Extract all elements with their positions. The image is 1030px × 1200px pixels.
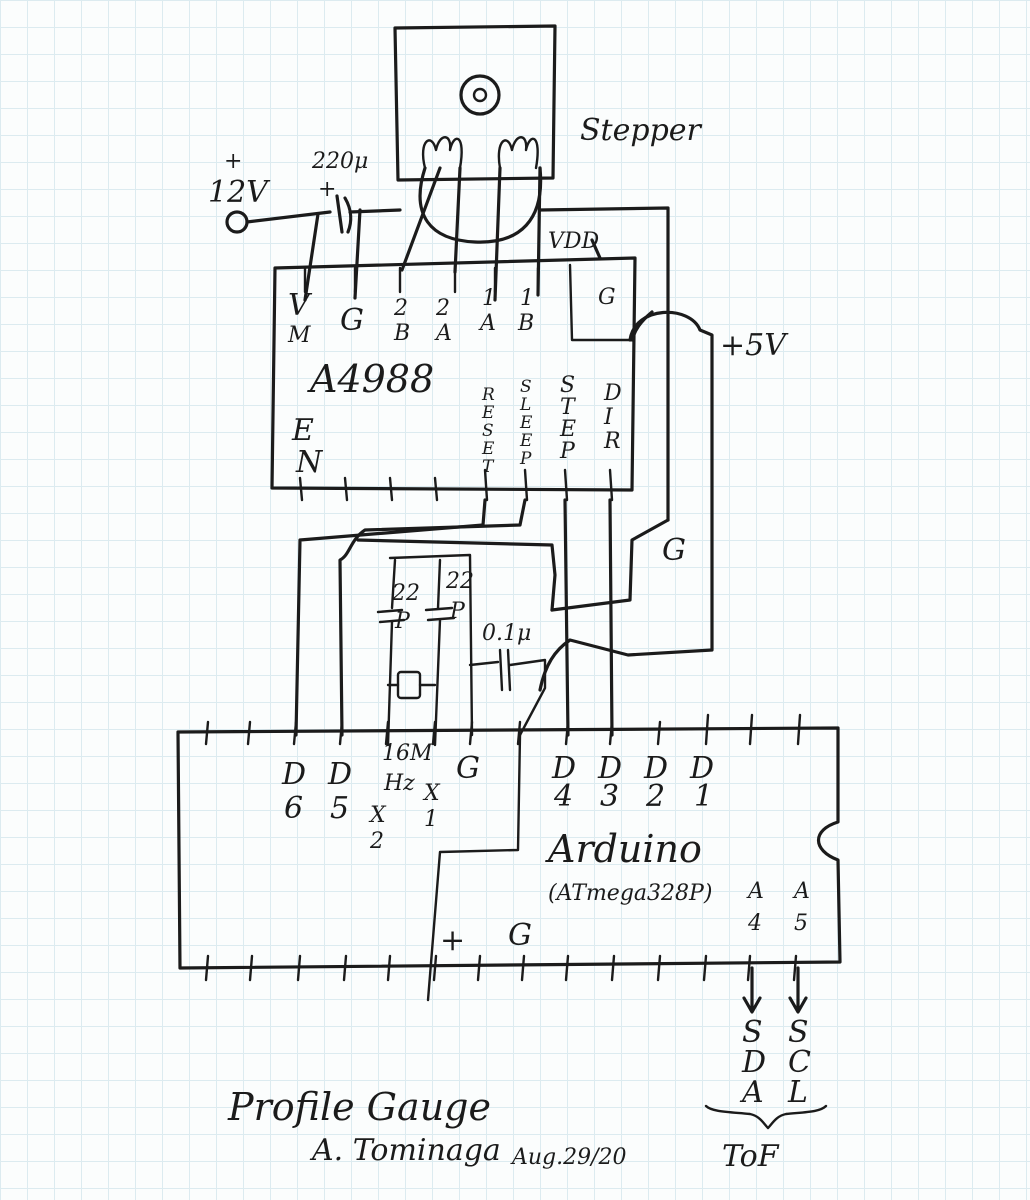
pin-d6-num: 6	[284, 791, 303, 826]
cap22p-1-unit: P	[394, 609, 411, 634]
i2c-lines	[704, 966, 828, 1130]
scl-letter: C	[788, 1045, 811, 1080]
pin-x2-x: X	[368, 803, 387, 828]
stepper-motor	[393, 24, 557, 302]
pin-vcc-plus: +	[440, 923, 465, 958]
step-letter: S	[560, 373, 575, 398]
gnd-rail-label: G	[662, 533, 686, 568]
reset-letter: R	[481, 385, 495, 405]
pin-x1-x: X	[422, 781, 441, 806]
plus12-sign: +	[224, 149, 242, 174]
voltage-12v: 12V	[208, 175, 271, 210]
drawing-title: Profile Gauge	[227, 1085, 491, 1129]
sda-letter: D	[741, 1045, 766, 1080]
dir-letter: R	[603, 429, 621, 454]
cap22p-2-value: 22	[445, 569, 474, 594]
a4988-vm-m: M	[287, 323, 311, 348]
a4988-gnd: G	[340, 303, 364, 338]
a4988-en-n: N	[295, 445, 324, 480]
reset-letter: E	[481, 403, 495, 423]
pin-d1-num: 1	[694, 779, 713, 814]
a4988-1b-num: 1	[520, 286, 534, 311]
dir-letter: D	[603, 381, 622, 406]
scl-label: SCL	[787, 1015, 811, 1110]
pin-d5-num: 5	[330, 791, 349, 826]
tof-label: ToF	[722, 1139, 780, 1174]
a4988-vm-v: V	[288, 288, 313, 323]
pin-d2-d: D	[643, 751, 668, 786]
pin-a4-a: A	[746, 879, 764, 904]
step-letter: P	[559, 439, 576, 464]
pin-a5-num: 5	[794, 911, 808, 936]
step-letter: T	[560, 395, 577, 420]
pin-d5-d: D	[327, 757, 352, 792]
pin-x1-num: 1	[424, 807, 438, 832]
a4988-2a-letter: A	[434, 321, 452, 346]
reset-letter: E	[481, 439, 495, 459]
a4988-1a-num: 1	[482, 286, 496, 311]
arduino-chip	[176, 713, 842, 982]
crystal-circuit	[376, 553, 547, 1002]
scl-letter: L	[787, 1075, 808, 1110]
sleep-letter: L	[519, 395, 531, 415]
pin-d1-d: D	[689, 751, 714, 786]
sleep-letter: P	[519, 449, 532, 469]
a4988-dir-label: DIR	[603, 381, 622, 454]
sda-letter: A	[739, 1075, 764, 1110]
plus5v-label: +5V	[720, 328, 789, 363]
pin-d4-d: D	[551, 751, 576, 786]
pin-x2-num: 2	[369, 829, 384, 854]
a4988-1b-letter: B	[517, 311, 534, 336]
a4988-1a-letter: A	[478, 311, 496, 336]
a4988-vdd-gnd: G	[598, 285, 616, 310]
pin-gnd-bottom: G	[508, 918, 532, 953]
pin-xtal-16m: 16M	[382, 741, 433, 766]
pin-d3-d: D	[597, 751, 622, 786]
reset-letter: T	[482, 457, 495, 477]
a4988-name: A4988	[307, 357, 434, 401]
drawing-author: A. Tominaga	[309, 1133, 501, 1168]
sda-label: SDA	[739, 1015, 766, 1110]
pin-a4-num: 4	[747, 911, 762, 936]
sda-letter: S	[742, 1015, 763, 1050]
sleep-letter: E	[519, 413, 533, 433]
cap220-value: 220μ	[311, 149, 368, 174]
cap22p-2-unit: P	[449, 599, 466, 624]
drawing-date: Aug.29/20	[510, 1145, 627, 1170]
a4988-2b-letter: B	[393, 321, 410, 346]
power-input	[225, 194, 402, 302]
reset-letter: S	[482, 421, 494, 441]
pin-gnd-top: G	[456, 751, 480, 786]
a4988-board	[270, 256, 637, 502]
sleep-letter: S	[520, 377, 532, 397]
a4988-2a-num: 2	[435, 296, 450, 321]
a4988-en-e: E	[291, 413, 314, 448]
dir-letter: I	[603, 405, 614, 430]
cap220-plus: +	[318, 177, 336, 202]
stepper-label: Stepper	[580, 113, 703, 148]
pin-d2-num: 2	[645, 779, 665, 814]
pin-d3-num: 3	[600, 779, 619, 814]
step-letter: E	[559, 417, 576, 442]
supply-rails	[294, 206, 714, 737]
scl-letter: S	[788, 1015, 809, 1050]
pin-a5-a: A	[792, 879, 810, 904]
a4988-2b-num: 2	[393, 296, 408, 321]
sleep-letter: E	[519, 431, 533, 451]
pin-d6-d: D	[281, 757, 306, 792]
arduino-chip-label: (ATmega328P)	[548, 881, 712, 906]
cap22p-1-value: 22	[391, 581, 420, 606]
cap01u-value: 0.1μ	[482, 621, 531, 646]
pin-d4-num: 4	[553, 779, 573, 814]
arduino-name: Arduino	[545, 827, 702, 871]
pin-xtal-hz: Hz	[383, 771, 415, 796]
